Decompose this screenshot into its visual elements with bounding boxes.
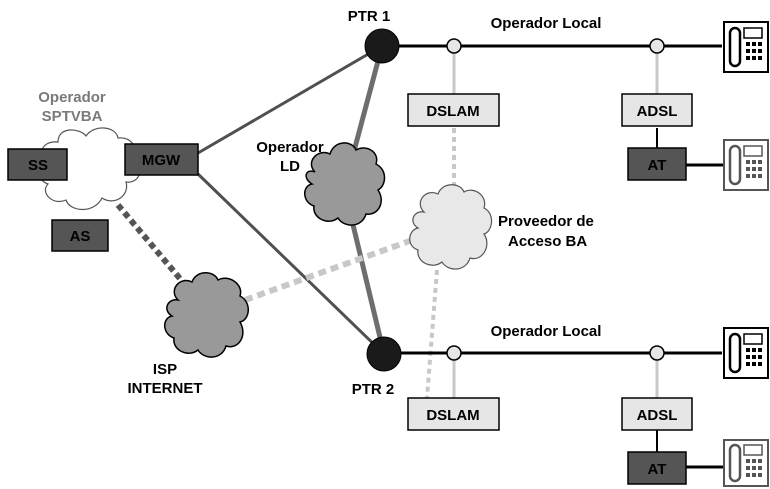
dslam-bottom-box: DSLAM [407,397,500,431]
bottom-access-line [400,345,724,469]
ss-label: SS [28,157,48,174]
cloud-isp [164,272,249,358]
ptr2-node [366,336,402,372]
ld-label-line1: Operador [256,139,324,156]
at-top-box: AT [627,147,687,181]
proveedor-label-line2: Acceso BA [508,233,587,250]
local-top-label: Operador Local [491,15,602,32]
splitter-top-right [649,38,665,54]
adsl-bottom-label: ADSL [637,407,678,424]
local-bottom-label: Operador Local [491,323,602,340]
ptr1-node [364,28,400,64]
ld-label-line2: LD [280,158,300,175]
link-ld-bottom [346,207,387,355]
mgw-label: MGW [142,152,181,169]
phone-icon [723,439,769,487]
link-mgw-ptr2 [196,172,386,356]
as-label: AS [70,228,91,245]
phone-icon [723,139,769,191]
cloud-proveedor [409,184,493,270]
at-bottom-label: AT [648,461,667,478]
dslam-top-label: DSLAM [426,103,479,120]
at-bottom-box: AT [627,451,687,485]
backbone-links [196,44,387,356]
link-mgw-ptr1 [197,44,383,155]
proveedor-label-line1: Proveedor de [498,213,594,230]
link-proveedor-dslam2 [425,269,439,399]
sptvba-label-line1: Operador [38,89,106,106]
top-access-line [397,38,724,167]
adsl-top-label: ADSL [637,103,678,120]
at-top-label: AT [648,157,667,174]
adsl-bottom-box: ADSL [621,397,693,431]
cloud-operador-ld [304,142,386,226]
isp-label-line2: INTERNET [128,380,203,397]
adsl-top-box: ADSL [621,93,693,127]
mgw-box: MGW [124,143,199,176]
ss-box: SS [7,148,68,181]
as-box: AS [51,219,109,252]
phone-icon [723,327,769,379]
dslam-bottom-label: DSLAM [426,407,479,424]
link-isp-proveedor [243,235,420,303]
sptvba-label-line2: SPTVBA [42,108,103,125]
splitter-top-left [446,38,462,54]
isp-label-line1: ISP [153,361,177,378]
splitter-bottom-left [446,345,462,361]
splitter-bottom-right [649,345,665,361]
dslam-top-box: DSLAM [407,93,500,127]
phone-icon [723,21,769,73]
ptr2-label: PTR 2 [352,381,395,398]
ptr1-label: PTR 1 [348,8,391,25]
